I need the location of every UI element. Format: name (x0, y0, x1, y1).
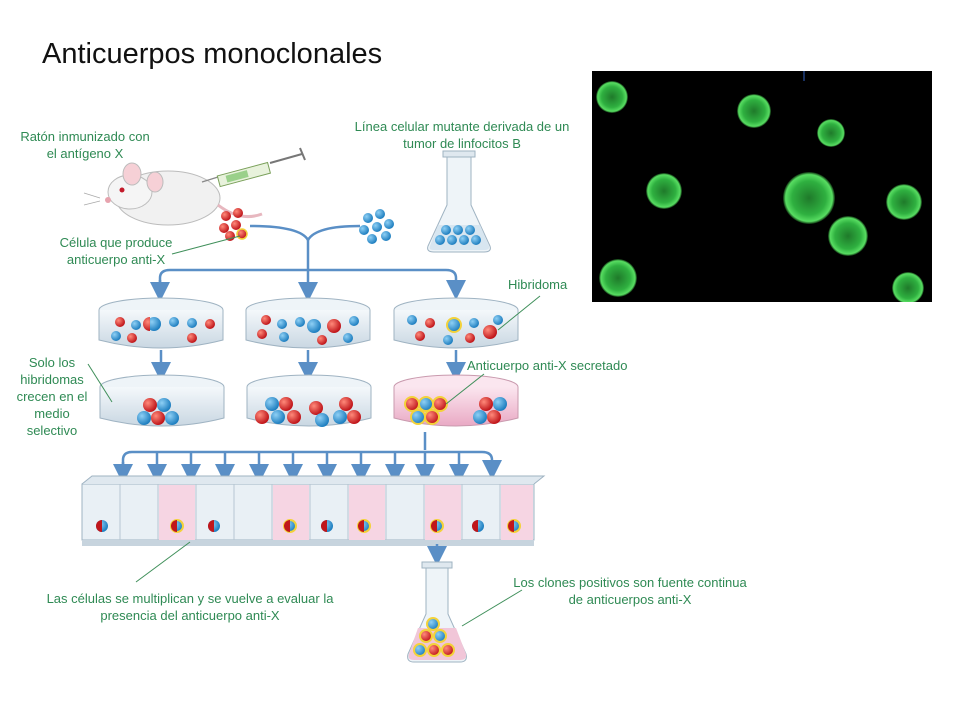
label-selective-medium: Solo los hibridomas crecen en el medio s… (16, 355, 88, 438)
well-plate (81, 475, 546, 546)
selective-dish-2 (246, 374, 372, 427)
syringe-icon (201, 147, 306, 188)
label-secreted-antibody: Anticuerpo anti-X secretado (467, 358, 628, 373)
fluorescent-cell (828, 216, 868, 256)
flask-positive-clones (407, 561, 467, 663)
fluorescent-cell (737, 94, 771, 128)
leader-lines (87, 235, 541, 627)
label-mutant-cell-line: Línea celular mutante derivada de un tum… (354, 119, 570, 151)
fluorescent-cell (892, 272, 924, 304)
selective-dish-3 (393, 374, 519, 427)
fusion-dish-1 (98, 297, 224, 349)
fluorescent-cell (886, 184, 922, 220)
fluorescence-micrograph (592, 71, 932, 304)
label-hybridoma: Hibridoma (508, 277, 568, 292)
fusion-dish-2 (245, 297, 371, 349)
tumor-cells (359, 209, 394, 244)
distribution-arrows (113, 432, 502, 484)
label-producer-cell: Célula que produce anticuerpo anti-X (59, 235, 173, 267)
fluorescent-cell (817, 119, 845, 147)
fluorescent-cell (646, 173, 682, 209)
flask-cell-line (427, 150, 491, 253)
merge-arrows (150, 224, 466, 302)
label-positive-clones: Los clones positivos son fuente continua… (513, 575, 747, 607)
fluorescent-cells-image (596, 71, 924, 304)
fluorescent-cell (599, 259, 637, 297)
fluorescent-cell (596, 81, 628, 113)
page-title: Anticuerpos monoclonales (42, 38, 383, 70)
fusion-dish-3 (393, 297, 519, 349)
down-arrows-row2 (151, 350, 466, 382)
label-multiply: Las células se multiplican y se vuelve a… (46, 591, 334, 623)
fluorescent-cell (783, 172, 835, 224)
selective-dish-1 (99, 374, 225, 427)
label-immunized-mouse: Ratón inmunizado con el antígeno X (20, 129, 150, 161)
